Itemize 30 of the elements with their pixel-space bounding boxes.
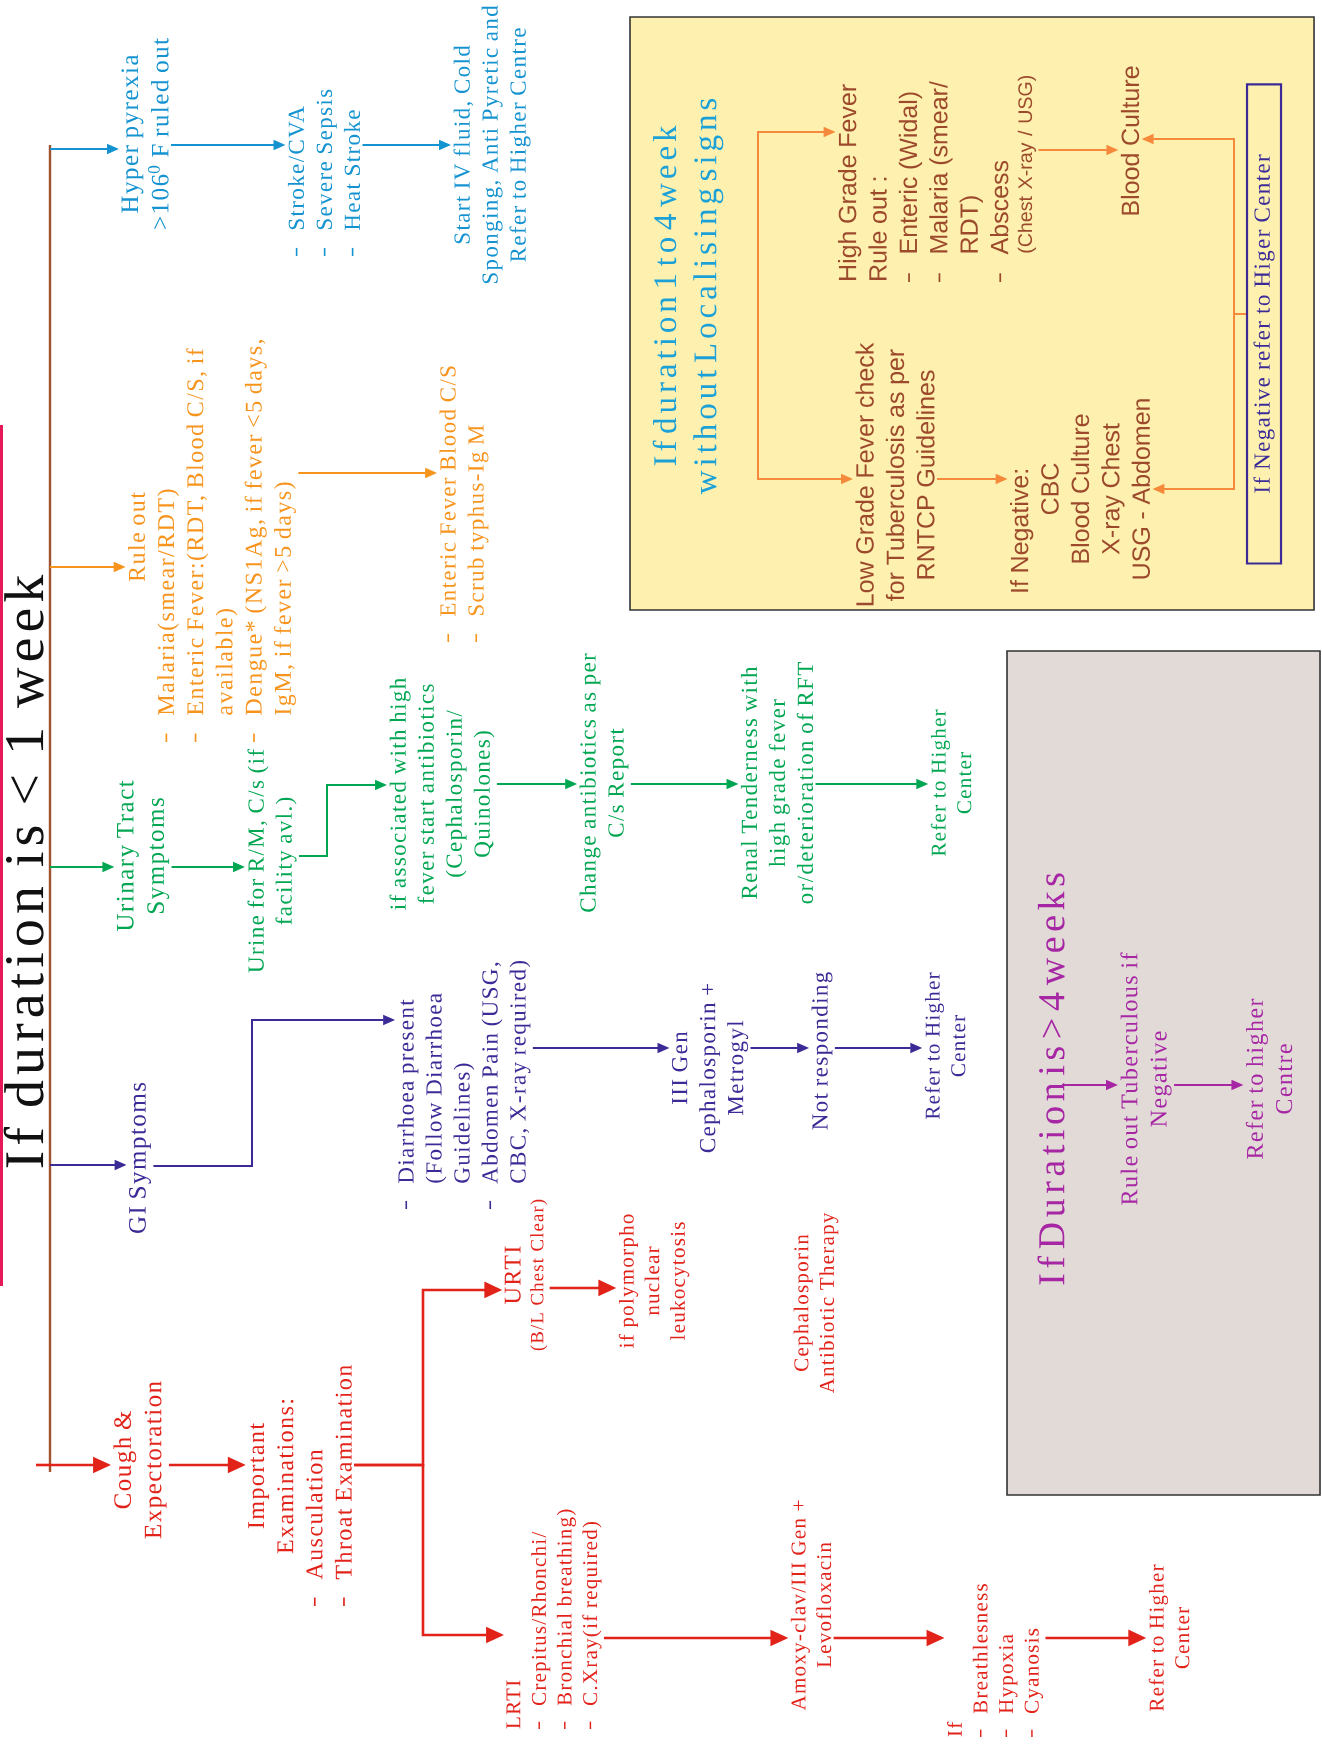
step-text: Refer to higher Centre <box>1245 998 1293 1159</box>
step-text: Important Examinations: Ausculation Throat Examination <box>248 1365 352 1607</box>
step-text: Low Grade Fever check for Tuberculosis as per RNTCP Guidelines <box>855 342 935 606</box>
step-text: Not responding <box>811 972 833 1130</box>
step-text: Start IV fluid, Cold Sponging, Anti Pyretic and Refer to Higher Centre <box>453 5 531 284</box>
step-text: Urine for R/M, C/s (if facility avl.) <box>247 748 297 973</box>
step-text: Rule out Tuberculous if Negative <box>1120 952 1172 1205</box>
step-text: III Gen Cephalosporin + Metrogyl <box>671 983 749 1153</box>
step-text: LRTI Crepitus/Rhonchi/ Bronchial breathing) C.Xray(if required) <box>506 1509 602 1730</box>
step-text: If Negative: CBC Blood Culture X-ray Chest USG - Abdomen <box>1010 399 1150 592</box>
step-text: Enteric Fever Blood C/S Scrub typhus-Ig M <box>439 366 489 643</box>
step-text: Rule out Malaria(smear/RDT) Enteric Fever:(RDT, Blood C/S, if available) Dengue* (NS1Ag, if fever <5 days, IgM, if fever >5 days) <box>128 340 296 743</box>
step-text: Cephalosporin Antibiotic Therapy <box>793 1212 839 1394</box>
step-text: Renal Tenderness with high grade fever or/deterioration of RFT <box>740 662 814 904</box>
step-text: Change antibiotics as per C/s Report <box>579 653 629 912</box>
step-text: Refer to Higher Center <box>1148 1564 1190 1711</box>
step-text: Amoxy-clav/III Gen + Levofloxacin <box>790 1500 832 1711</box>
step-text: High Grade Fever Rule out : Enteric (Widal) Malaria (smear/ RDT) Abscess (Chest X-ray / USG) <box>838 76 1036 283</box>
step-text: Cough & Expectoration <box>113 1381 167 1539</box>
step-text: Blood Culture <box>1120 66 1140 215</box>
step-text: if associated with high fever start antibiotics (Cephalosporin/ Quinolones) <box>389 678 495 910</box>
step-text: GI Symptoms <box>129 1082 151 1233</box>
step-text: Urinary Tract Symptoms <box>116 780 170 932</box>
step-text: Stroke/CVA Severe Sepsis Heat Stroke <box>287 89 361 257</box>
step-text: If Breathlesness Hypoxia Cyanosis <box>946 1584 1044 1738</box>
step-text: Refer to Higher Center <box>924 972 966 1119</box>
step-text: if polymorpho nuclear leukocytosis <box>618 1214 690 1348</box>
step-text: Refer to Higher Center <box>930 709 972 856</box>
title: If duration is < 1 week <box>3 574 44 1168</box>
boxed-note: If Negative refer to Higer Center <box>1245 83 1283 565</box>
